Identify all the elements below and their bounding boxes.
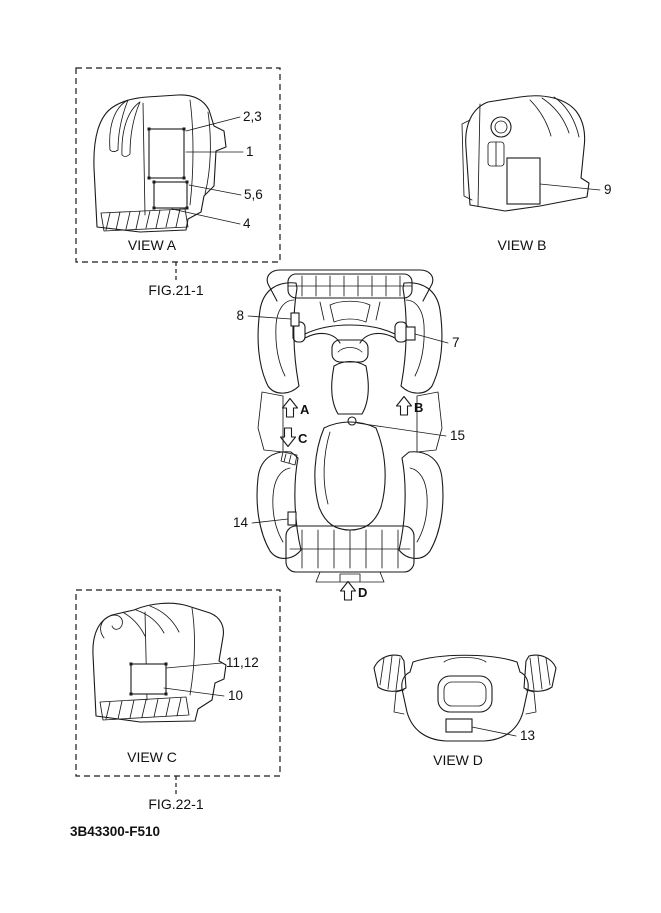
main-leader-lines (247, 315, 449, 524)
view-d-section: 13 VIEW D (373, 654, 557, 768)
main-left-floorboard (257, 391, 298, 466)
view-c-fig-ref: FIG.22-1 (148, 796, 203, 812)
main-seat-stitch-line (323, 431, 331, 505)
main-right-rear-fender (398, 451, 444, 559)
view-a-body-outline (93, 94, 227, 233)
callout-9: 9 (604, 182, 612, 197)
main-console-tank (331, 360, 369, 415)
view-d-right-fender-hatch (529, 655, 551, 691)
view-d-grille-outer (437, 675, 493, 713)
view-d-grille-inner (443, 681, 487, 707)
view-b-fender-swoosh-lines (529, 96, 580, 138)
view-c-section: 11,12 10 VIEW C FIG.22-1 (75, 589, 281, 812)
view-c-body-outline (92, 602, 227, 723)
document-code: 3B43300-F510 (70, 824, 160, 839)
main-rear-rack-slats (289, 529, 411, 569)
direction-arrow-b-icon (395, 395, 413, 416)
main-tail-details (315, 571, 385, 583)
view-b-title: VIEW B (497, 237, 546, 253)
view-a-fender-swoosh-lines (109, 99, 141, 157)
main-right-front-arch (405, 299, 425, 377)
view-d-left-fender (373, 654, 407, 692)
main-part-8-sticker (290, 312, 300, 327)
view-a-panel-edge-lines (142, 99, 211, 216)
view-b-label-sticker (506, 157, 541, 205)
view-b-body-outline (465, 95, 590, 212)
main-rear-rack-outline (285, 525, 415, 573)
view-c-footrest-hatching (99, 696, 190, 721)
view-d-label-sticker (445, 718, 473, 733)
view-b-fuel-cap-outer (490, 116, 512, 138)
view-a-dashed-box (75, 67, 281, 263)
main-front-rack-outline (266, 269, 434, 302)
main-seat (314, 421, 386, 531)
callout-2-3: 2,3 (243, 109, 262, 124)
callout-4: 4 (243, 216, 251, 231)
direction-letter-b: B (414, 400, 423, 415)
main-left-rear-fender (256, 451, 302, 559)
main-hood (319, 300, 381, 323)
view-a-leader-lines (171, 116, 244, 225)
main-right-grip (394, 321, 408, 343)
callout-5-6: 5,6 (244, 187, 263, 202)
view-b-fuel-cap-inner (494, 120, 508, 134)
callout-13: 13 (520, 728, 535, 743)
view-a-section: 2,3 1 5,6 4 VIEW A FIG.21-1 (75, 67, 281, 298)
callout-14: 14 (233, 515, 249, 530)
callout-8: 8 (236, 308, 244, 323)
main-right-rear-arch (409, 467, 428, 543)
direction-arrow-a-icon (281, 397, 299, 418)
main-right-floorboard (416, 391, 443, 453)
view-d-hood-bump (443, 657, 487, 663)
main-instrument-pod-line (337, 347, 363, 353)
callout-11-12: 11,12 (226, 655, 259, 670)
direction-letter-c: C (298, 431, 308, 446)
callout-1: 1 (246, 144, 254, 159)
view-d-front-body-outline (401, 654, 529, 742)
direction-arrow-d-icon (339, 580, 357, 601)
view-c-leader-lines (163, 662, 225, 697)
main-front-rack-slats (287, 275, 413, 297)
view-d-leader-line (471, 726, 517, 737)
view-b-left-strut (461, 103, 481, 207)
view-a-title: VIEW A (128, 237, 177, 253)
view-c-label-sticker (130, 663, 167, 695)
view-d-left-fender-hatch (379, 655, 401, 691)
main-top-view-section: 8 7 15 14 A B C D (233, 269, 465, 601)
view-d-title: VIEW D (433, 752, 483, 768)
view-c-title: VIEW C (127, 749, 177, 765)
direction-letter-a: A (300, 402, 310, 417)
view-d-side-brackets (393, 689, 537, 715)
direction-letter-d: D (358, 585, 367, 600)
main-left-rear-arch (272, 467, 291, 543)
callout-15: 15 (450, 428, 465, 443)
callout-7: 7 (452, 335, 460, 350)
main-left-front-arch (275, 299, 295, 377)
view-a-label-sticker-small (153, 181, 188, 209)
main-part-15-fastener (347, 416, 357, 426)
view-a-fig-ref: FIG.21-1 (148, 282, 203, 298)
view-d-right-fender (523, 654, 557, 692)
view-a-label-sticker-large (148, 128, 185, 179)
main-part-14-sticker (287, 511, 297, 526)
view-c-dashed-box (75, 589, 281, 777)
main-instrument-pod (331, 339, 369, 363)
callout-10: 10 (228, 688, 243, 703)
view-b-section: 9 VIEW B (461, 95, 612, 253)
view-c-fender-swoosh-lines (123, 605, 180, 637)
view-a-footrest-hatching (100, 208, 189, 232)
main-part-7-sticker (405, 326, 416, 341)
view-b-leader-line (539, 183, 601, 191)
view-c-grab-loop (100, 614, 123, 639)
